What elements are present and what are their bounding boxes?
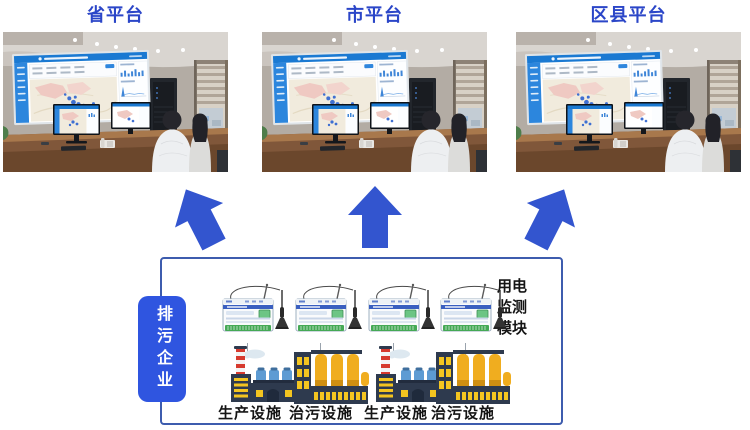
- control-room-scene: [3, 32, 228, 172]
- production-facility-icon: [376, 346, 444, 402]
- title-city-platform: 市平台: [346, 5, 403, 25]
- control-room-photo-district: [516, 32, 741, 172]
- power-monitoring-module-icon: [295, 283, 363, 332]
- facility-label-treatment-1: 治污设施: [288, 405, 353, 422]
- module-connector-line: [465, 343, 466, 356]
- power-monitoring-module-icon: [222, 283, 290, 332]
- module-connector-line: [247, 343, 248, 356]
- up-arrow-middle-icon: [348, 186, 402, 248]
- module-connector-line: [393, 343, 394, 356]
- title-province-platform: 省平台: [87, 5, 144, 25]
- control-room-scene: [262, 32, 487, 172]
- facility-label-production-1: 生产设施: [217, 405, 282, 422]
- title-district-platform: 区县平台: [590, 5, 667, 25]
- up-arrow-left-icon: [161, 177, 239, 257]
- facility-label-treatment-2: 治污设施: [430, 405, 495, 422]
- power-monitoring-module-icon: [440, 283, 508, 332]
- control-room-photo-city: [262, 32, 487, 172]
- control-room-photo-province: [3, 32, 228, 172]
- enterprise-side-label: 排污企业: [138, 296, 186, 402]
- power-monitoring-module-icon: [368, 283, 436, 332]
- up-arrow-right-icon: [511, 177, 589, 257]
- treatment-facility-icon: [294, 350, 369, 404]
- production-facility-icon: [231, 346, 299, 402]
- treatment-facility-icon: [436, 350, 511, 404]
- control-room-scene: [516, 32, 741, 172]
- module-connector-line: [320, 343, 321, 356]
- facility-label-production-2: 生产设施: [363, 405, 428, 422]
